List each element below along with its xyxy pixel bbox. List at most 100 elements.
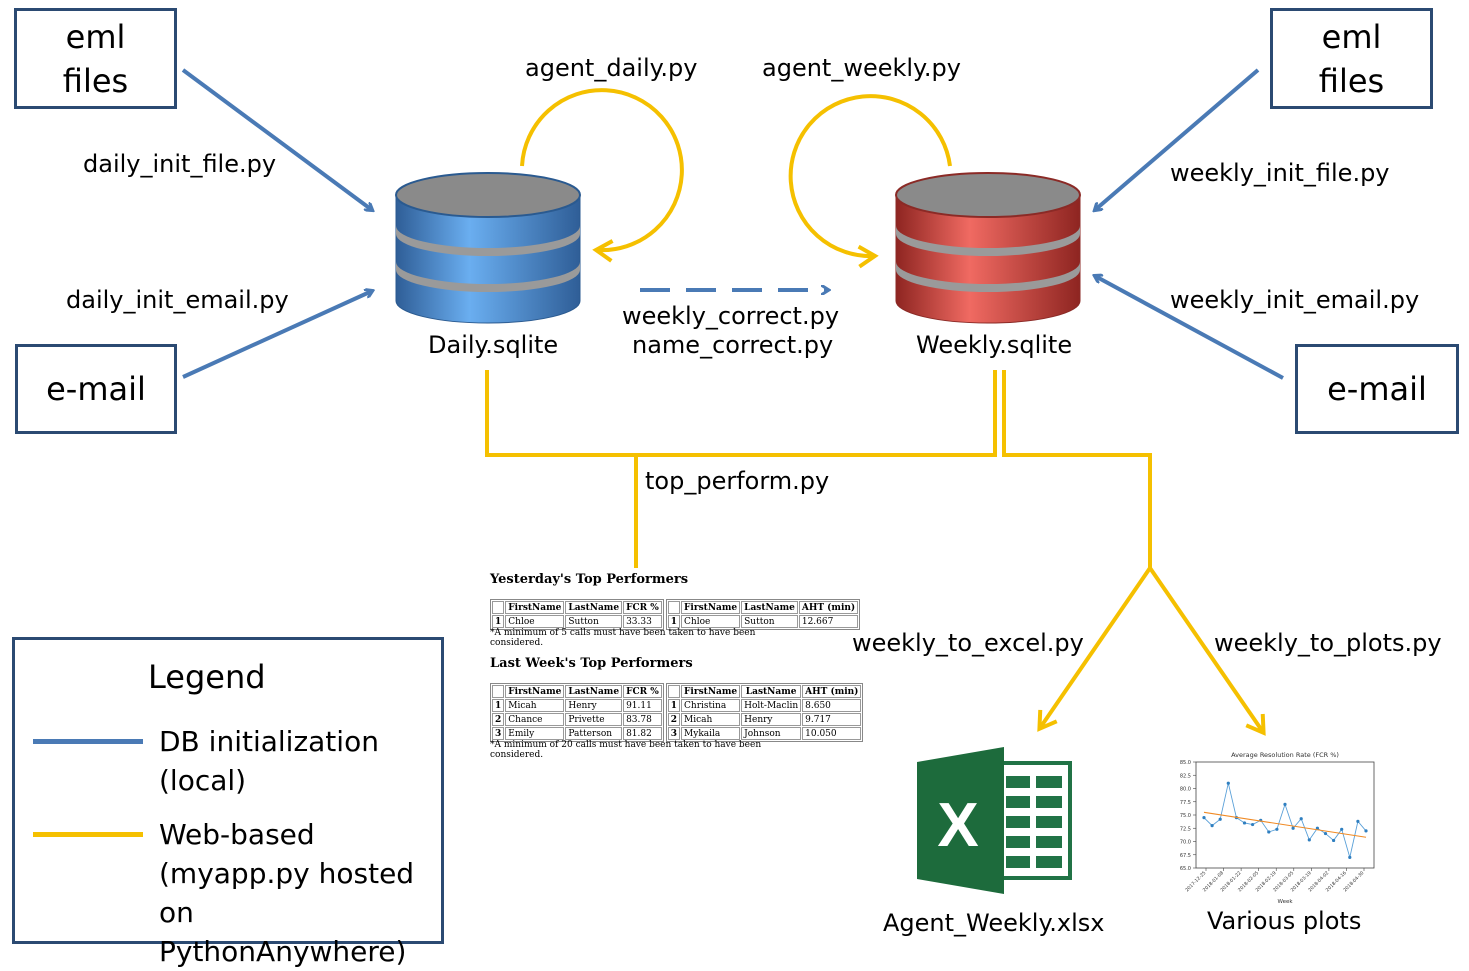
y-tick-label: 77.5 — [1180, 800, 1191, 806]
data-point — [1332, 838, 1336, 843]
label-weekly-to-plots: weekly_to_plots.py — [1214, 629, 1442, 657]
cell: Holt-Maclin — [741, 699, 802, 712]
arrow-to-excel — [1037, 566, 1152, 732]
col-lastname: LastName — [741, 685, 802, 698]
y-tick-label: 70.0 — [1180, 840, 1191, 846]
connector-top-perform — [485, 370, 997, 457]
col-lastname: LastName — [741, 601, 798, 614]
label-name-correct: name_correct.py — [632, 331, 834, 359]
legend: Legend DB initialization (local) Web-bas… — [12, 637, 444, 968]
data-point — [1299, 817, 1303, 821]
y-tick-label: 67.5 — [1180, 853, 1191, 859]
legend-item-web: Web-based (myapp.py hosted on PythonAnyw… — [159, 818, 415, 968]
col-fcr: FCR % — [623, 601, 662, 614]
yesterday-aht-table: FirstName LastName AHT (min) 1 Chloe Sut… — [665, 599, 861, 630]
legend-swatch-web — [33, 832, 143, 837]
col-firstname: FirstName — [681, 601, 741, 614]
cell: 12.667 — [798, 615, 859, 628]
last-week-aht-table: FirstName LastName AHT (min) 1 Christina… — [665, 683, 864, 742]
data-point — [1283, 802, 1287, 807]
data-point — [1226, 781, 1230, 785]
last-week-note: *A minimum of 20 calls must have been ta… — [490, 740, 762, 760]
chart-frame — [1195, 761, 1375, 869]
col-fcr: FCR % — [623, 685, 662, 698]
cell: Johnson — [741, 727, 802, 740]
yesterday-title: Yesterday's Top Performers — [490, 572, 689, 587]
eml-files-box-left: eml files — [14, 8, 177, 109]
cell: 2 — [492, 713, 505, 726]
label-agent-weekly: agent_weekly.py — [762, 54, 961, 82]
label-daily-init-email: daily_init_email.py — [66, 286, 289, 314]
y-tick-label: 80.0 — [1180, 787, 1191, 793]
cell: Micah — [505, 699, 565, 712]
y-tick-label: 72.5 — [1180, 826, 1191, 832]
chart-title: Average Resolution Rate (FCR %) — [1231, 751, 1339, 759]
cell: Henry — [741, 713, 802, 726]
arrow-eml-to-weekly — [1095, 68, 1260, 210]
cell: 8.650 — [802, 699, 862, 712]
resolution-rate-chart: Average Resolution Rate (FCR %) 65.0 67.5… — [1180, 751, 1375, 905]
label-weekly-db: Weekly.sqlite — [916, 331, 1073, 359]
arrow-eml-to-daily — [181, 68, 372, 210]
cell: 1 — [492, 615, 505, 628]
data-point — [1307, 838, 1311, 842]
eml-files-box-right: eml files — [1270, 8, 1433, 109]
table-row: 1 Chloe Sutton 12.667 — [667, 615, 859, 628]
table-row: 1 Christina Holt-Maclin 8.650 — [667, 699, 862, 712]
legend-title: Legend — [148, 658, 266, 696]
label-weekly-init-email: weekly_init_email.py — [1170, 286, 1420, 314]
label-top-perform: top_perform.py — [645, 467, 830, 495]
data-point — [1356, 819, 1360, 823]
cell: 9.717 — [802, 713, 862, 726]
cell: Emily — [505, 727, 565, 740]
data-point — [1202, 816, 1206, 820]
col-aht: AHT (min) — [798, 601, 859, 614]
cell: 1 — [667, 699, 681, 712]
cell: Patterson — [565, 727, 623, 740]
label-various-plots: Various plots — [1207, 907, 1362, 935]
trend-line — [1203, 811, 1367, 838]
col-firstname: FirstName — [505, 601, 565, 614]
col-lastname: LastName — [565, 601, 623, 614]
cell: 10.050 — [802, 727, 862, 740]
table-row: 2 Chance Privette 83.78 — [492, 713, 662, 726]
cell: 83.78 — [623, 713, 662, 726]
cell: 3 — [492, 727, 505, 740]
label-weekly-init-file: weekly_init_file.py — [1170, 159, 1390, 187]
excel-icon: X — [917, 747, 1072, 894]
cell: Chloe — [681, 615, 741, 628]
label-excel-file: Agent_Weekly.xlsx — [883, 909, 1105, 937]
table-row: 3 Mykaila Johnson 10.050 — [667, 727, 862, 740]
cell: Micah — [681, 713, 741, 726]
data-point — [1267, 830, 1271, 834]
data-point — [1218, 817, 1222, 821]
weekly-db-icon — [895, 172, 1081, 324]
yesterday-performers-report: Yesterday's Top Performers FirstName Las… — [490, 572, 861, 648]
y-tick-label: 75.0 — [1180, 813, 1191, 819]
cell: Henry — [565, 699, 623, 712]
yesterday-fcr-table: FirstName LastName FCR % 1 Chloe Sutton … — [490, 599, 664, 630]
col-rank — [667, 601, 681, 614]
last-week-performers-report: Last Week's Top Performers FirstName Las… — [490, 656, 864, 760]
cell: 3 — [667, 727, 681, 740]
col-rank — [667, 685, 681, 698]
data-point — [1340, 827, 1344, 831]
legend-item-init: DB initialization (local) — [159, 725, 379, 797]
last-week-title: Last Week's Top Performers — [490, 656, 693, 671]
cell: Privette — [565, 713, 623, 726]
data-point — [1315, 826, 1319, 830]
y-tick-label: 82.5 — [1180, 773, 1191, 779]
arrow-to-plots — [1148, 566, 1266, 736]
y-tick-label: 65.0 — [1180, 866, 1191, 872]
col-firstname: FirstName — [681, 685, 741, 698]
label-daily-db: Daily.sqlite — [428, 331, 559, 359]
table-row: 2 Micah Henry 9.717 — [667, 713, 862, 726]
cell: Sutton — [741, 615, 798, 628]
y-tick-label: 85.0 — [1180, 760, 1191, 766]
loop-agent-weekly — [788, 94, 952, 269]
data-point — [1251, 822, 1255, 827]
cell: 91.11 — [623, 699, 662, 712]
cell: Christina — [681, 699, 741, 712]
label-weekly-to-excel: weekly_to_excel.py — [852, 629, 1084, 657]
